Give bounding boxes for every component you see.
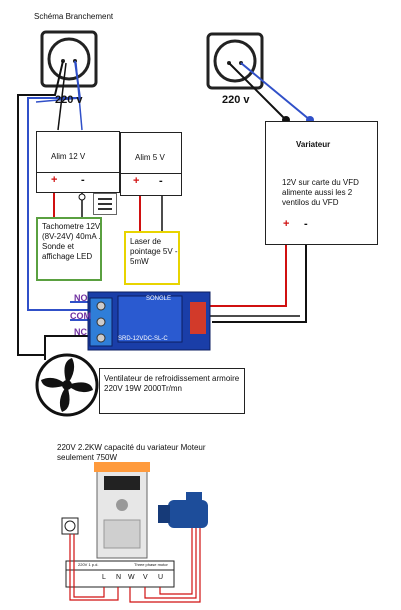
variateur-minus: - xyxy=(304,218,308,230)
terminal-w: W xyxy=(128,574,135,581)
alim12-plus: + xyxy=(51,174,58,186)
relay-terminal-no: NO xyxy=(74,293,88,303)
alim5-minus: - xyxy=(159,175,163,187)
alim-5v-label: Alim 5 V xyxy=(135,153,165,162)
alim12-minus: - xyxy=(81,174,85,186)
outlet-right-icon xyxy=(206,32,264,90)
page-title: Schéma Branchement xyxy=(34,12,114,21)
fan-icon xyxy=(35,353,99,417)
motor-icon xyxy=(158,492,208,528)
laser-text: Laser de pointage 5V - 5mW xyxy=(130,237,178,266)
outlet-left-label: 220 v xyxy=(55,94,83,106)
variateur-box: Variateur 12V sur carte du VFD alimente … xyxy=(265,121,378,245)
alim5-plus: + xyxy=(133,175,140,187)
alim-12v-label: Alim 12 V xyxy=(51,152,86,161)
strip-right-label: Three phase motor xyxy=(134,562,168,567)
tachometer-text: Tachometre 12V (8V-24V) 40mA . Sonde et … xyxy=(42,222,101,261)
fan-text: Ventilateur de refroidissement armoire 2… xyxy=(104,374,240,393)
terminal-u: U xyxy=(158,574,164,581)
outlet-left-icon xyxy=(40,30,98,88)
terminal-l: L xyxy=(102,574,106,581)
variateur-title: Variateur xyxy=(296,140,331,149)
sensor-icon xyxy=(93,193,117,215)
relay-model: SRD-12VDC-SL-C xyxy=(118,336,168,342)
relay-terminal-nc: NC xyxy=(74,327,87,337)
tachometer-box: Tachometre 12V (8V-24V) 40mA . Sonde et … xyxy=(36,217,102,281)
alim-5v-box: Alim 5 V + - xyxy=(120,132,182,196)
alim-12v-box: Alim 12 V + - xyxy=(36,131,120,193)
terminal-strip xyxy=(65,560,175,588)
bottom-caption: 220V 2.2KW capacité du variateur Moteur … xyxy=(57,443,206,462)
terminal-n: N xyxy=(116,574,122,581)
laser-box: Laser de pointage 5V - 5mW xyxy=(124,231,180,285)
relay-brand: SONGLE xyxy=(146,296,172,302)
variateur-plus: + xyxy=(283,218,290,230)
fan-box: Ventilateur de refroidissement armoire 2… xyxy=(99,368,245,414)
relay-terminal-com: COM xyxy=(70,311,91,321)
outlet-right-label: 220 v xyxy=(222,94,250,106)
strip-left-label: 220V 1 p.d. xyxy=(78,562,99,567)
variateur-text: 12V sur carte du VFD alimente aussi les … xyxy=(282,178,359,207)
terminal-v: V xyxy=(143,574,148,581)
small-outlet-icon xyxy=(61,517,79,535)
relay-module-icon xyxy=(87,291,211,351)
vfd-illustration-icon xyxy=(94,462,150,559)
